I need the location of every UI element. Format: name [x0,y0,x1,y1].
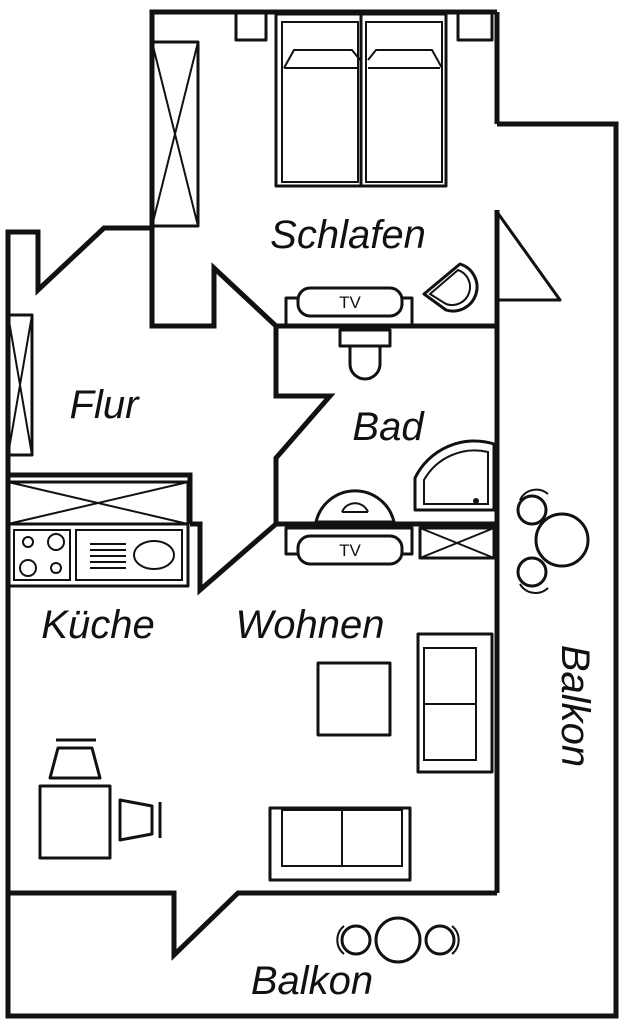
bedroom-wardrobe [150,40,200,228]
balcony-table-side [516,488,590,594]
living-tv-stand: TV [284,526,414,566]
bedroom-tv-stand: TV [284,286,414,328]
coffee-table [316,661,392,737]
dining-chair-top [48,738,102,780]
room-label-flur: Flur [70,383,141,427]
sofa-right [416,632,494,774]
kitchen-partition [5,455,193,524]
nightstand-left [234,10,268,42]
room-label-bad: Bad [352,405,425,449]
nightstand-right [456,10,494,42]
room-label-balkon-bottom: Balkon [251,959,373,1003]
double-bed [274,12,448,188]
toilet [338,328,392,381]
dining-table [38,784,112,860]
balcony-door-swing [495,211,562,302]
balcony-outer-wall [5,121,619,1019]
shower [413,439,496,512]
room-label-wohnen: Wohnen [236,603,385,647]
room-label-kueche: Küche [41,603,154,647]
room-label-balkon-side: Balkon [553,645,597,767]
living-bottom-wall [8,890,497,961]
room-label-schlafen: Schlafen [270,213,426,257]
walls [5,9,619,1019]
kitchen-counter [6,522,190,588]
tv-label-living: TV [339,541,361,560]
balcony-table-bottom [336,916,460,964]
dining-chair-right [118,798,162,842]
hall-wardrobe [6,313,34,457]
sofa-bottom [268,806,412,882]
tv-label-bedroom: TV [339,293,361,312]
bedroom-chair [422,262,479,313]
bath-left-wall [273,326,336,524]
sink [314,489,396,524]
bath-cabinet [418,526,496,560]
kitchen-upper-cabinet [6,480,190,526]
kitchen-door-swing [190,521,278,596]
